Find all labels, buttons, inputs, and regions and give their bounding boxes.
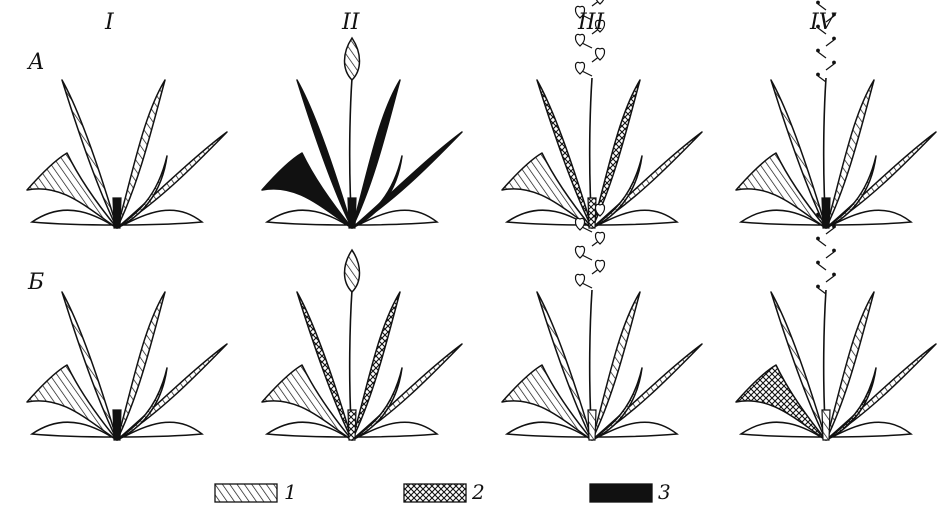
plants-layer	[27, 0, 936, 440]
center-shoot	[348, 410, 356, 440]
fruit	[816, 1, 820, 5]
center-shoot	[348, 198, 356, 228]
fruit	[832, 273, 836, 277]
center-shoot	[588, 410, 596, 440]
plant-6	[262, 250, 462, 440]
plant-7	[502, 204, 702, 440]
fruit	[816, 49, 820, 53]
fruit	[832, 249, 836, 253]
center-shoot	[822, 410, 830, 440]
fruit	[816, 285, 820, 289]
plant-4	[736, 1, 936, 228]
spike-head	[345, 250, 360, 292]
plant-8	[736, 213, 936, 440]
plant-1	[27, 80, 227, 228]
fruit-pedicel	[826, 64, 834, 70]
fruit	[832, 61, 836, 65]
fruit	[832, 225, 836, 229]
fruit-pedicel	[818, 264, 826, 270]
legend-swatch-2	[404, 484, 466, 502]
fruit-pedicel	[818, 76, 826, 82]
fruit-pedicel	[826, 40, 834, 46]
fruit	[816, 237, 820, 241]
center-shoot	[113, 410, 121, 440]
center-shoot	[822, 198, 830, 228]
legend	[215, 484, 652, 502]
legend-label-3: 3	[658, 480, 671, 504]
center-shoot	[588, 198, 596, 228]
center-shoot	[113, 198, 121, 228]
column-label-1: I	[105, 10, 114, 35]
row-label-a: А	[28, 50, 45, 75]
legend-label-2: 2	[472, 480, 485, 504]
column-label-3: III	[578, 10, 604, 35]
fruit	[816, 213, 820, 217]
fruit-pedicel	[826, 276, 834, 282]
spike-head	[345, 38, 360, 80]
row-label-b: Б	[28, 270, 44, 295]
fruit-pedicel	[818, 52, 826, 58]
fruit-pedicel	[826, 252, 834, 258]
column-label-2: II	[342, 10, 359, 35]
plant-2	[262, 38, 462, 228]
fruit	[816, 261, 820, 265]
fruit-pedicel	[818, 240, 826, 246]
fruit	[832, 37, 836, 41]
legend-swatch-1	[215, 484, 277, 502]
fruit-pedicel	[826, 228, 834, 234]
legend-swatch-3	[590, 484, 652, 502]
legend-label-1: 1	[284, 480, 297, 504]
fruit	[816, 73, 820, 77]
fruit-pedicel	[818, 288, 826, 294]
plant-5	[27, 292, 227, 440]
column-label-4: IV	[810, 10, 835, 35]
